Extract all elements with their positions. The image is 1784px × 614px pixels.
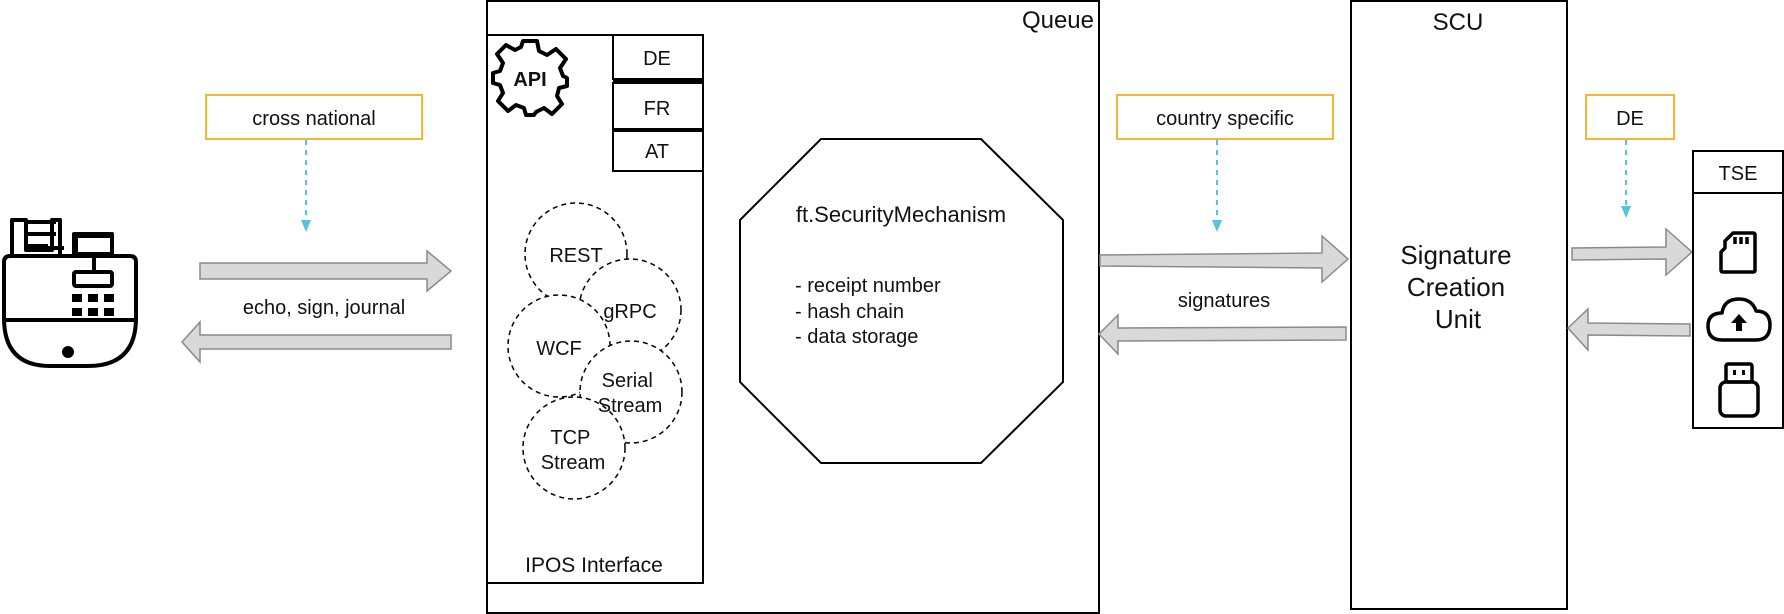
country-label-de: DE: [643, 48, 671, 70]
protocol-label-grpc: gRPC: [603, 301, 656, 323]
scu-full-name-line1: Signature: [1400, 240, 1511, 270]
ipos-interface-label: IPOS Interface: [525, 554, 663, 577]
country-box-de: [612, 34, 704, 80]
pos-queue-arrow-label: echo, sign, journal: [243, 297, 405, 319]
queue-scu-arrow-label: signatures: [1178, 290, 1270, 312]
security-mechanism-title: ft.SecurityMechanism: [796, 202, 1006, 227]
country-list: DE FR AT: [612, 34, 704, 172]
note-cross-national-label: cross national: [252, 108, 375, 130]
ipos-interface-box: [486, 34, 704, 584]
tse-title: TSE: [1719, 163, 1758, 185]
cloud-upload-icon: [1706, 297, 1772, 342]
api-label: API: [513, 69, 546, 91]
cash-register-icon: [2, 218, 138, 368]
protocol-label-tcp-line2: Stream: [541, 452, 605, 474]
cash-register-screen: [74, 234, 114, 272]
security-item-hash-chain: - hash chain: [795, 301, 904, 323]
note-country-specific: [1116, 94, 1334, 140]
protocol-label-wcf: WCF: [536, 338, 582, 360]
scu-to-tse-arrow: [1571, 227, 1694, 277]
scu-full-name-line2: Creation: [1407, 272, 1505, 302]
security-item-data-storage: - data storage: [795, 326, 918, 348]
protocol-label-serial-line1: Serial: [602, 370, 653, 392]
queue-title: Queue: [1022, 7, 1094, 34]
scu-title: SCU: [1433, 9, 1484, 36]
request-arrow: [199, 249, 453, 293]
queue-to-scu-arrow: [1099, 234, 1350, 284]
protocol-label-tcp: TCP Stream: [541, 427, 605, 474]
security-mechanism-octagon: [739, 138, 1064, 464]
note-cross-national: [205, 94, 423, 140]
country-box-at: [612, 130, 704, 172]
protocol-label-serial: Serial Stream: [598, 370, 662, 417]
protocol-circles: [507, 202, 683, 500]
protocol-labels: REST gRPC WCF Serial Stream TCP Stream: [536, 245, 662, 474]
scu-to-queue-arrow: [1097, 313, 1347, 356]
protocol-label-rest: REST: [549, 245, 602, 267]
tse-to-scu-arrow: [1566, 307, 1691, 352]
note-de-label: DE: [1616, 108, 1644, 130]
protocol-label-tcp-line1: TCP: [550, 427, 590, 449]
country-label-fr: FR: [644, 98, 671, 120]
country-box-fr: [612, 82, 704, 130]
security-item-receipt-number: - receipt number: [795, 275, 941, 297]
sd-card-icon: [1719, 231, 1757, 274]
scu-full-name-line3: Unit: [1435, 304, 1482, 334]
note-country-specific-label: country specific: [1156, 108, 1294, 130]
usb-stick-icon: [1718, 362, 1760, 418]
scu-box: [1350, 0, 1568, 610]
protocol-label-serial-line2: Stream: [598, 395, 662, 417]
protocol-circle-tcp: [522, 396, 626, 500]
note-de: [1585, 94, 1675, 140]
country-label-at: AT: [645, 141, 669, 163]
api-gear-icon: API: [491, 39, 569, 117]
response-arrow: [180, 320, 452, 364]
